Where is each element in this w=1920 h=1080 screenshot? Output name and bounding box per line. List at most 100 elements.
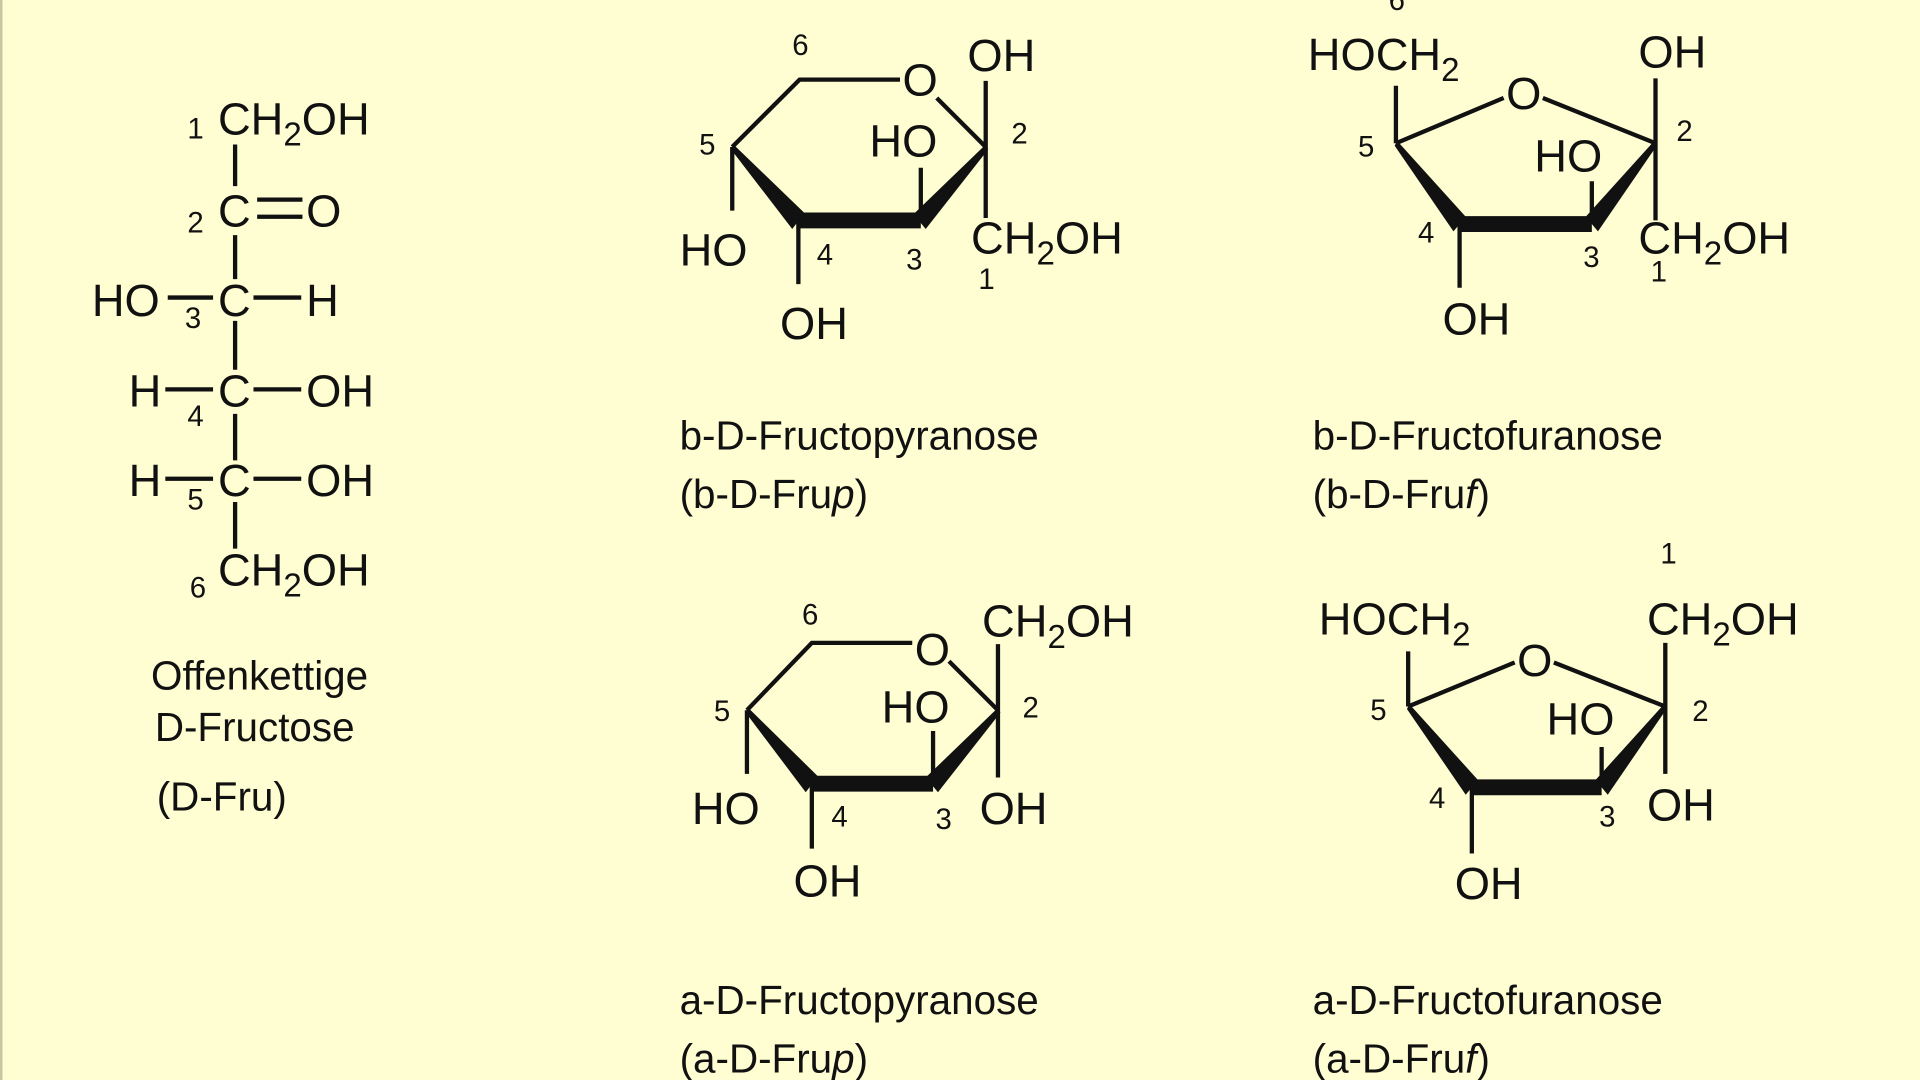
alpha-pyranose-atom-label: O (915, 624, 950, 675)
beta-pyranose-caption: (b-D-Frup) (680, 471, 868, 517)
alpha-pyranose-atom-label: OH (980, 783, 1048, 834)
open-chain-atom-label: O (306, 186, 341, 237)
beta-pyranose-atom-label: HO (680, 225, 748, 276)
open-chain-atom-label: OH (306, 366, 374, 417)
alpha-furanose-caption: a-D-Fructofuranose (1313, 977, 1663, 1023)
open-chain-carbon-number: 1 (187, 112, 203, 145)
alpha-pyranose-bonds (744, 640, 1001, 849)
open-chain-atom-label: C (218, 275, 251, 326)
beta-furanose-carbon-number: 6 (1389, 0, 1405, 17)
caption-ring-suffix: p (831, 471, 854, 517)
beta-furanose-atom-label: O (1506, 68, 1541, 119)
beta-furanose-structure: OHOCH2​OHHOOHCH2​OH654321b-D-Fructofuran… (1308, 0, 1790, 517)
alpha-pyranose-atom-label: HO (692, 783, 760, 834)
alpha-pyranose-caption: (a-D-Frup) (680, 1036, 868, 1080)
caption-text: (b-D-Fru (1313, 471, 1466, 517)
open-chain-caption: (D-Fru) (157, 774, 287, 820)
caption-text: a-D-Fructofuranose (1313, 977, 1663, 1023)
alpha-furanose-atom-label: OH (1647, 779, 1715, 830)
caption-text: b-D-Fructofuranose (1313, 412, 1663, 458)
beta-furanose-caption: b-D-Fructofuranose (1313, 412, 1663, 458)
alpha-pyranose-atom-label: OH (793, 855, 861, 906)
alpha-furanose-carbon-number: 2 (1692, 695, 1708, 728)
caption-text: (a-D-Fru (680, 1036, 833, 1080)
caption-ring-suffix: p (831, 1036, 854, 1080)
alpha-furanose-caption: (a-D-Fruf) (1313, 1036, 1490, 1080)
alpha-pyranose-atom-label: CH2​OH (982, 596, 1134, 656)
alpha-furanose-atom-label: CH2​OH (1647, 593, 1799, 653)
open-chain-caption: Offenkettige (151, 652, 368, 698)
beta-pyranose-carbon-number: 6 (792, 29, 808, 62)
caption-close: ) (855, 1036, 868, 1080)
alpha-pyranose-structure: OCH2​OHHOHOOHOH65432a-D-Fructopyranose(a… (680, 596, 1134, 1080)
caption-text: (a-D-Fru (1313, 1036, 1466, 1080)
beta-furanose-carbon-number: 5 (1358, 131, 1374, 164)
alpha-furanose-atom-label: OH (1455, 858, 1523, 909)
beta-pyranose-structure: OOHHOHOOHCH2​OH654321b-D-Fructopyranose(… (680, 29, 1123, 517)
caption-close: ) (1476, 1036, 1489, 1080)
open-chain-atom-label: H (129, 455, 162, 506)
open-chain-carbon-number: 4 (187, 400, 203, 433)
beta-pyranose-carbon-number: 1 (978, 263, 994, 296)
beta-pyranose-carbon-number: 4 (817, 238, 833, 271)
alpha-furanose-atom-label: O (1517, 635, 1552, 686)
caption-close: ) (1476, 471, 1489, 517)
open-chain-atom-label: OH (306, 455, 374, 506)
alpha-furanose-carbon-number: 4 (1429, 782, 1445, 815)
beta-pyranose-carbon-number: 3 (906, 243, 922, 276)
beta-pyranose-bonds (730, 77, 989, 285)
caption-text: (D-Fru) (157, 774, 287, 820)
alpha-pyranose-carbon-number: 6 (802, 598, 818, 631)
alpha-pyranose-caption: a-D-Fructopyranose (680, 977, 1039, 1023)
open-chain-atom-label: H (129, 366, 162, 417)
open-chain-bonds (165, 144, 303, 549)
beta-furanose-atom-label: OH (1638, 26, 1706, 77)
caption-text: (b-D-Fru (680, 471, 833, 517)
open-chain-atom-label: HO (92, 275, 160, 326)
beta-furanose-caption: (b-D-Fruf) (1313, 471, 1490, 517)
open-chain-carbon-number: 3 (185, 302, 201, 335)
open-chain-caption: D-Fructose (155, 704, 355, 750)
beta-furanose-carbon-number: 1 (1651, 256, 1667, 289)
beta-pyranose-carbon-number: 2 (1011, 117, 1027, 150)
beta-pyranose-caption: b-D-Fructopyranose (680, 412, 1039, 458)
beta-furanose-bonds (1393, 78, 1658, 288)
alpha-pyranose-carbon-number: 4 (831, 801, 847, 834)
open-chain-atom-label: H (306, 275, 339, 326)
open-chain-carbon-number: 5 (187, 483, 203, 516)
caption-text: b-D-Fructopyranose (680, 412, 1039, 458)
open-chain-atom-label: C (218, 186, 251, 237)
beta-furanose-atom-label: CH2​OH (1638, 212, 1790, 272)
beta-pyranose-atom-label: OH (780, 298, 848, 349)
alpha-furanose-atom-label: HOCH2​ (1319, 593, 1471, 653)
beta-furanose-carbon-number: 3 (1583, 241, 1599, 274)
beta-pyranose-atom-label: CH2​OH (971, 212, 1123, 272)
open-chain-atom-label: C (218, 455, 251, 506)
alpha-pyranose-carbon-number: 5 (714, 695, 730, 728)
beta-pyranose-atom-label: OH (967, 30, 1035, 81)
caption-text: D-Fructose (155, 704, 355, 750)
alpha-furanose-carbon-number: 1 (1660, 537, 1676, 570)
open-chain-atom-label: CH2​OH (218, 94, 370, 154)
alpha-furanose-carbon-number: 3 (1599, 801, 1615, 834)
alpha-furanose-carbon-number: 5 (1370, 694, 1386, 727)
open-chain-carbon-number: 6 (190, 572, 206, 605)
beta-pyranose-carbon-number: 5 (699, 128, 715, 161)
open-chain-atom-label: C (218, 366, 251, 417)
open-chain-carbon-number: 2 (187, 207, 203, 240)
caption-text: a-D-Fructopyranose (680, 977, 1039, 1023)
alpha-furanose-atom-label: HO (1547, 694, 1615, 745)
beta-furanose-carbon-number: 2 (1676, 115, 1692, 148)
open-chain-atom-label: CH2​OH (218, 544, 370, 604)
beta-pyranose-atom-label: O (902, 55, 937, 106)
beta-furanose-atom-label: HO (1534, 130, 1602, 181)
alpha-pyranose-atom-label: HO (882, 681, 950, 732)
beta-furanose-carbon-number: 4 (1418, 216, 1434, 249)
alpha-furanose-structure: O HOCH2​ CH2​OH HO OH OH 1 5 4 3 2 a-D-Fructofurano… (1313, 537, 1799, 1080)
caption-text: Offenkettige (151, 652, 368, 698)
alpha-pyranose-carbon-number: 3 (936, 803, 952, 836)
beta-furanose-atom-label: OH (1442, 293, 1510, 344)
caption-close: ) (855, 471, 868, 517)
